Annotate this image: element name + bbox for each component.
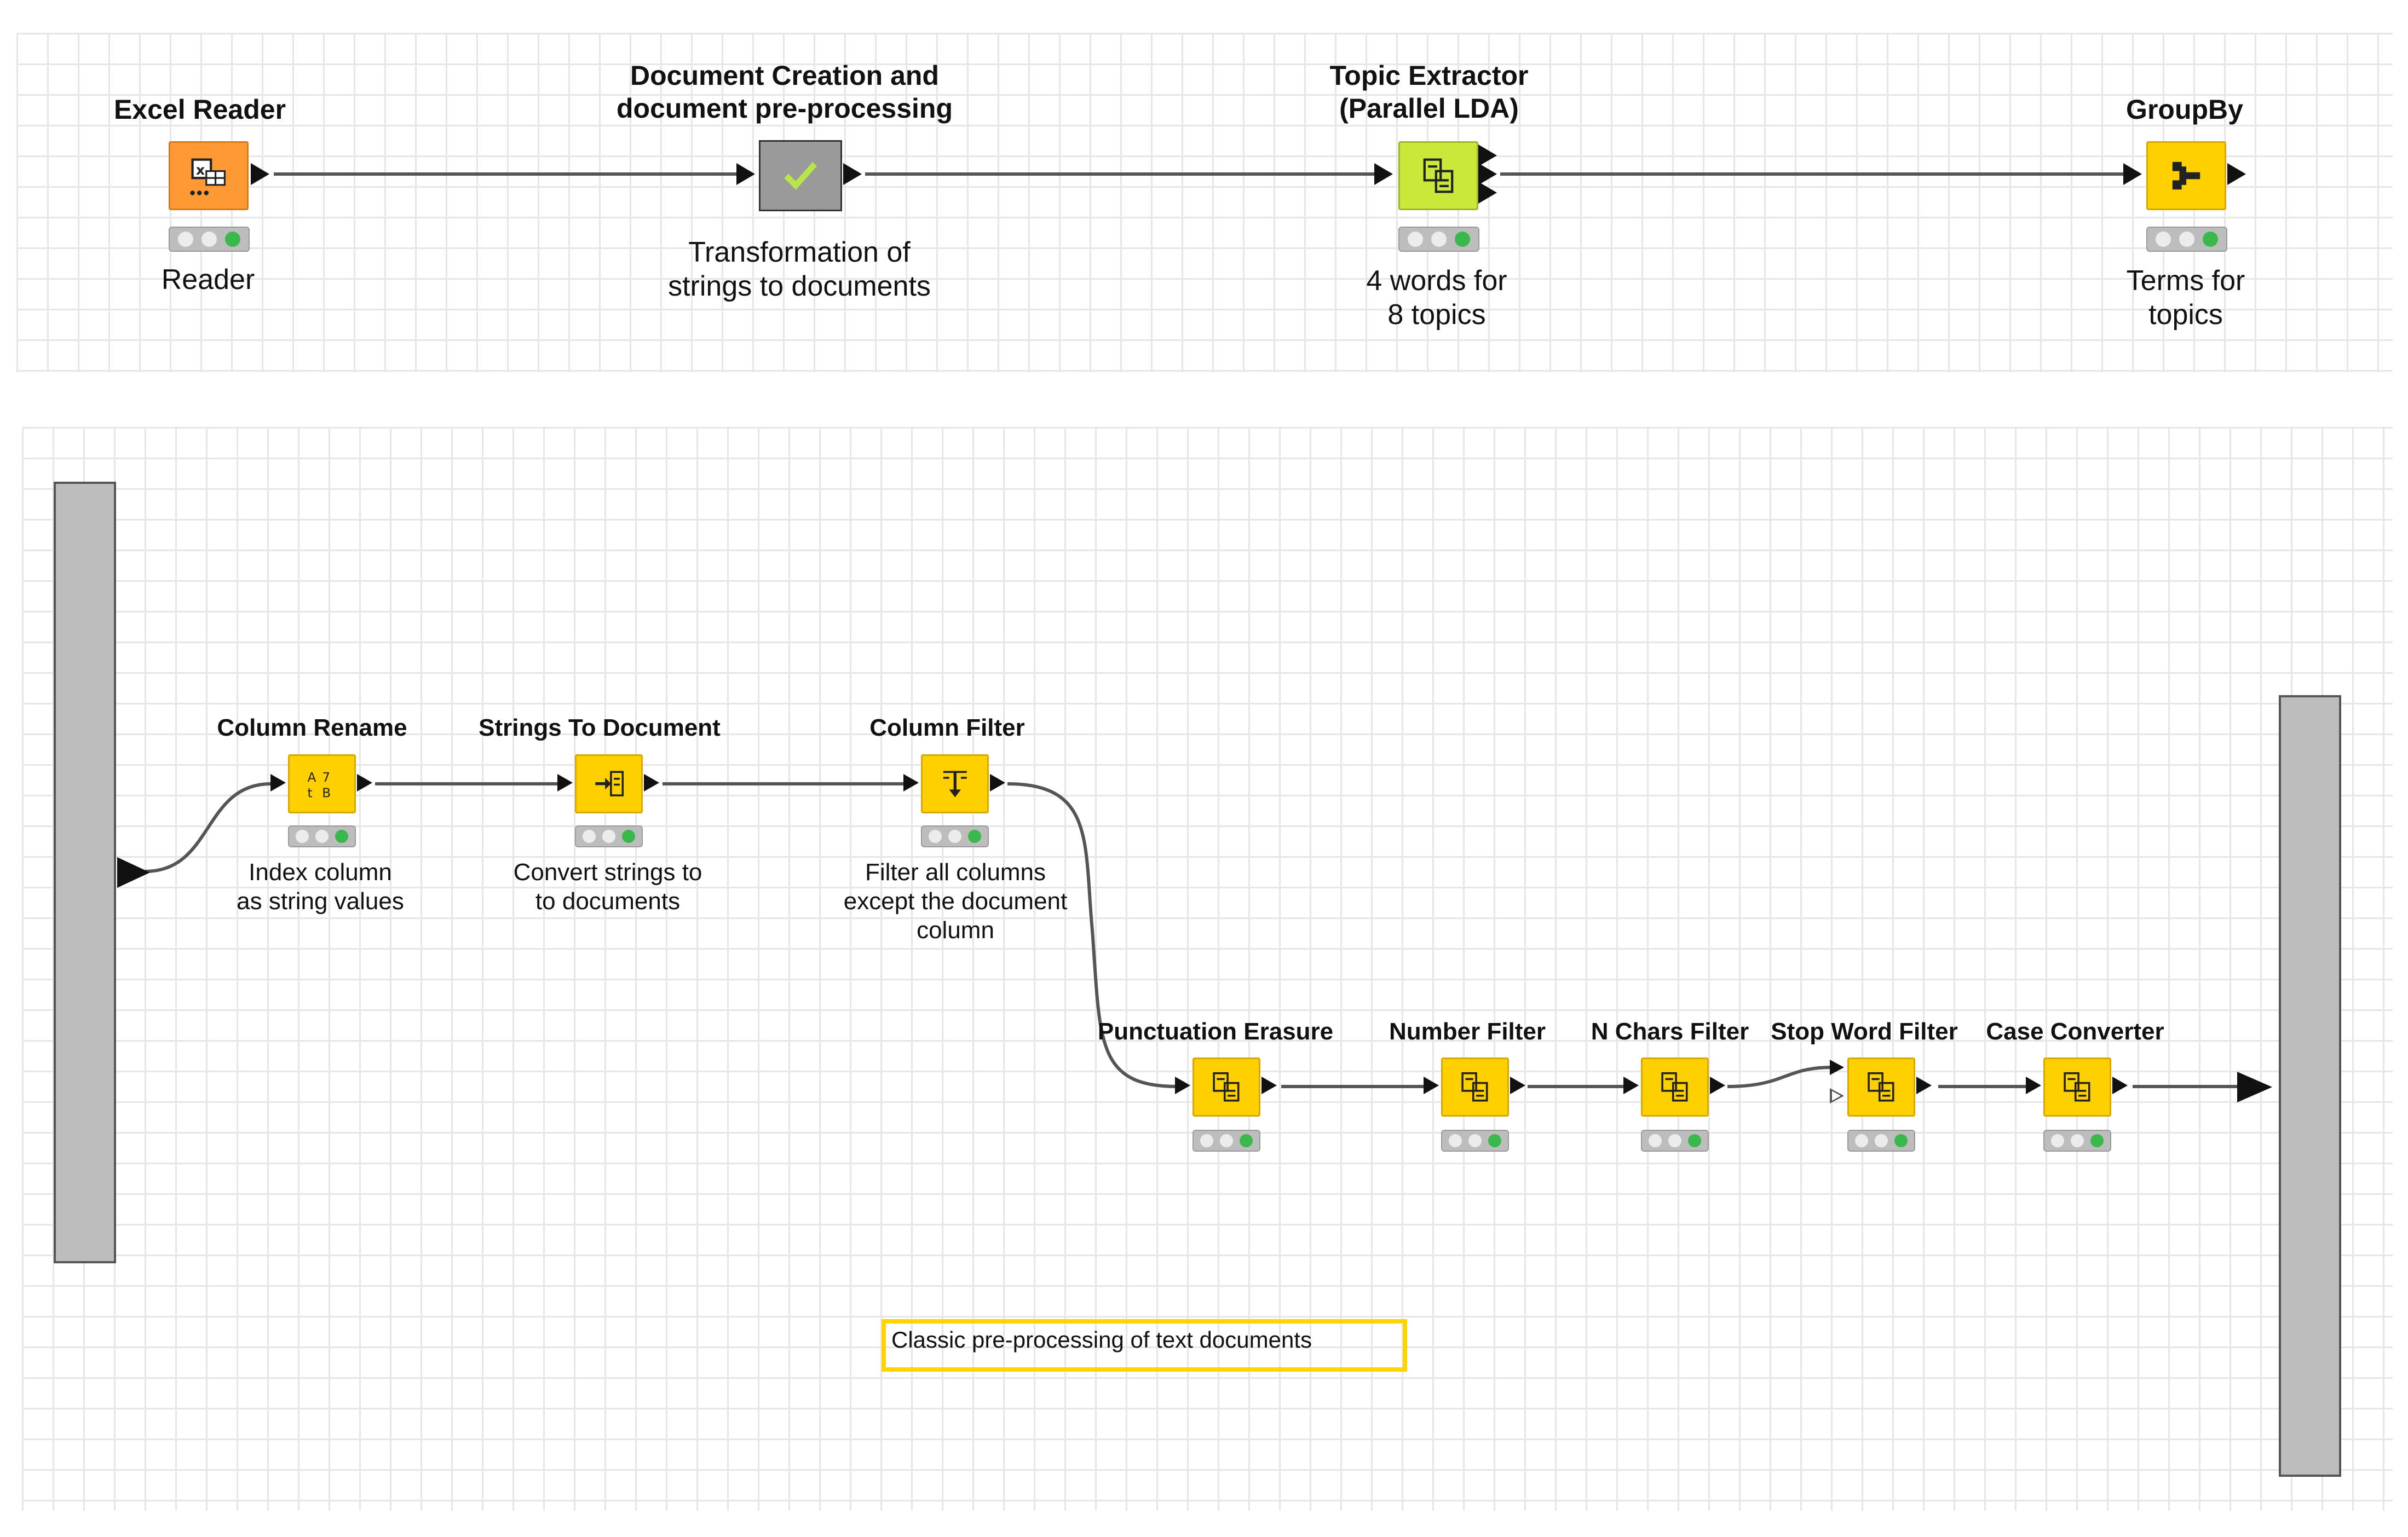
- text-processing-icon: [1461, 1072, 1488, 1102]
- column-rename-status-light: [288, 825, 356, 847]
- groupby-status-light: [2146, 227, 2227, 252]
- stop-word-filter-input-port-2[interactable]: [1830, 1088, 1844, 1103]
- groupby-input-port[interactable]: [2123, 163, 2142, 185]
- stop-word-filter-status-light: [1847, 1130, 1915, 1152]
- strings-to-document-output-port[interactable]: [644, 774, 659, 791]
- case-converter-status-light: [2043, 1130, 2111, 1152]
- column-filter-title: Column Filter: [869, 714, 1025, 741]
- n-chars-filter-title: N Chars Filter: [1591, 1018, 1749, 1045]
- workflow-annotation[interactable]: Classic pre-processing of text documents: [882, 1319, 1407, 1372]
- connection-input-to-column-rename[interactable]: [145, 782, 272, 873]
- svg-text:x: x: [196, 162, 205, 178]
- punctuation-erasure-status-light: [1193, 1130, 1260, 1152]
- metanode-input-bar[interactable]: [54, 482, 116, 1263]
- column-rename-node[interactable]: A 7 t B: [288, 754, 356, 813]
- column-filter-node[interactable]: [921, 754, 989, 813]
- number-filter-node[interactable]: [1441, 1058, 1509, 1117]
- excel-reader-description: Reader: [161, 264, 255, 296]
- groupby-icon: [2172, 161, 2200, 190]
- top-workflow-canvas[interactable]: [16, 33, 2393, 372]
- number-filter-title: Number Filter: [1389, 1018, 1546, 1045]
- topic-extractor-title: Topic Extractor(Parallel LDA): [1329, 60, 1529, 124]
- metanode-check-icon: [784, 161, 817, 190]
- column-rename-output-port[interactable]: [357, 774, 372, 791]
- stop-word-filter-output-port[interactable]: [1916, 1077, 1932, 1094]
- case-converter-output-port[interactable]: [2112, 1077, 2128, 1094]
- text-processing-icon: [2064, 1072, 2090, 1102]
- excel-reader-status-light: [169, 227, 250, 252]
- stop-word-filter-node[interactable]: [1847, 1058, 1915, 1117]
- column-filter-output-port[interactable]: [990, 774, 1005, 791]
- column-filter-status-light: [921, 825, 989, 847]
- topic-extractor-output-port-3[interactable]: [1478, 182, 1497, 204]
- svg-text:t: t: [307, 786, 312, 801]
- strings-to-document-icon: [595, 771, 624, 797]
- connection-filter-to-punctuation[interactable]: [1007, 782, 1178, 1088]
- punctuation-erasure-node[interactable]: [1193, 1058, 1260, 1117]
- topic-extractor-icon: [1423, 158, 1454, 193]
- strings-to-document-node[interactable]: [575, 754, 643, 813]
- excel-reader-node[interactable]: x: [169, 141, 249, 210]
- strings-to-document-title: Strings To Document: [479, 714, 721, 741]
- number-filter-output-port[interactable]: [1510, 1077, 1525, 1094]
- metanode-workflow-canvas[interactable]: [22, 427, 2393, 1511]
- metanode-input-bar-port[interactable]: [117, 857, 150, 888]
- column-rename-input-port[interactable]: [270, 774, 286, 791]
- topic-extractor-input-port[interactable]: [1374, 163, 1393, 185]
- stop-word-filter-input-port-1[interactable]: [1830, 1060, 1844, 1075]
- text-processing-icon: [1213, 1072, 1240, 1102]
- punctuation-erasure-title: Punctuation Erasure: [1097, 1018, 1334, 1045]
- column-rename-icon: A 7 t B: [307, 770, 331, 801]
- topic-extractor-output-port-2[interactable]: [1478, 163, 1497, 185]
- svg-text:B: B: [322, 786, 331, 801]
- strings-to-document-input-port[interactable]: [557, 774, 573, 791]
- n-chars-filter-input-port[interactable]: [1623, 1077, 1639, 1094]
- excel-reader-output-port[interactable]: [251, 163, 269, 185]
- groupby-node[interactable]: [2146, 141, 2226, 210]
- text-processing-icon: [1661, 1072, 1688, 1102]
- groupby-output-port[interactable]: [2227, 163, 2246, 185]
- column-filter-input-port[interactable]: [903, 774, 919, 791]
- case-converter-title: Case Converter: [1986, 1018, 2164, 1045]
- n-chars-filter-status-light: [1641, 1130, 1709, 1152]
- metanode-node[interactable]: [759, 140, 842, 211]
- svg-text:7: 7: [322, 770, 330, 785]
- excel-reader-title: Excel Reader: [113, 94, 286, 125]
- stop-word-filter-title: Stop Word Filter: [1771, 1018, 1958, 1045]
- column-rename-title: Column Rename: [217, 714, 407, 741]
- groupby-title: GroupBy: [2126, 94, 2243, 125]
- n-chars-filter-node[interactable]: [1641, 1058, 1709, 1117]
- case-converter-node[interactable]: [2043, 1058, 2111, 1117]
- strings-to-document-status-light: [575, 825, 643, 847]
- topic-extractor-status-light: [1398, 227, 1479, 252]
- n-chars-filter-output-port[interactable]: [1710, 1077, 1725, 1094]
- text-processing-icon: [1868, 1072, 1894, 1102]
- case-converter-input-port[interactable]: [2026, 1077, 2041, 1094]
- metanode-output-port[interactable]: [843, 163, 862, 185]
- column-filter-icon: [943, 771, 967, 798]
- punctuation-erasure-output-port[interactable]: [1261, 1077, 1277, 1094]
- topic-extractor-node[interactable]: [1398, 141, 1478, 210]
- metanode-input-port[interactable]: [736, 163, 755, 185]
- metanode-output-bar-port[interactable]: [2237, 1072, 2272, 1102]
- svg-text:A: A: [307, 770, 316, 785]
- excel-reader-icon: x: [190, 158, 226, 195]
- punctuation-erasure-input-port[interactable]: [1175, 1077, 1190, 1094]
- number-filter-input-port[interactable]: [1424, 1077, 1439, 1094]
- metanode-output-bar[interactable]: [2279, 695, 2341, 1477]
- number-filter-status-light: [1441, 1130, 1509, 1152]
- connection-nchars-to-stopword[interactable]: [1727, 1066, 1832, 1088]
- topic-extractor-output-port-1[interactable]: [1478, 145, 1497, 166]
